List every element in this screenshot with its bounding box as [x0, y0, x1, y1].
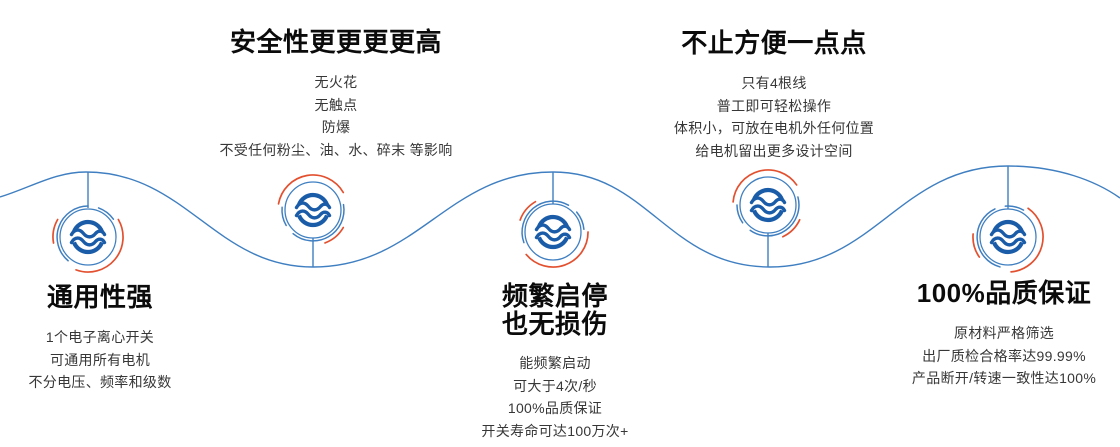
- feature-node: [964, 166, 1056, 281]
- feature-node: [729, 166, 803, 267]
- feature-line: 开关寿命可达100万次+: [481, 422, 629, 439]
- feature-line: 无触点: [314, 96, 358, 113]
- feature-block-convenience: 不止方便一点点 只有4根线 普工即可轻松操作 体积小，可放在电机外任何位置 给电…: [674, 29, 874, 162]
- feature-line: 可大于4次/秒: [513, 377, 597, 394]
- feature-line: 无火花: [314, 74, 358, 90]
- feature-line: 原材料严格筛选: [953, 325, 1055, 341]
- feature-line: 1个电子离心开关: [45, 329, 155, 345]
- feature-block-frequent-start-stop: 频繁启停 也无损伤 能频繁启动 可大于4次/秒 100%品质保证 开关寿命可达1…: [481, 282, 628, 442]
- feature-block-universality: 通用性强 1个电子离心开关 可通用所有电机 不分电压、频率和级数: [29, 283, 172, 394]
- feature-node: [42, 172, 138, 285]
- feature-title: 通用性强: [46, 282, 153, 312]
- feature-line: 可通用所有电机: [49, 351, 151, 368]
- feature-title: 不止方便一点点: [681, 28, 867, 58]
- feature-title-line: 频繁启停: [501, 281, 609, 311]
- feature-line: 出厂质检合格率达99.99%: [922, 347, 1086, 364]
- feature-line: 不分电压、频率和级数: [28, 374, 172, 390]
- feature-line: 只有4根线: [741, 75, 807, 91]
- feature-line: 产品断开/转速一致性达100%: [911, 370, 1097, 386]
- feature-title: 100%品质保证: [916, 278, 1092, 308]
- feature-block-quality: 100%品质保证 原材料严格筛选 出厂质检合格率达99.99% 产品断开/转速一…: [912, 279, 1096, 390]
- feature-lines: 只有4根线 普工即可轻松操作 体积小，可放在电机外任何位置 给电机留出更多设计空…: [674, 72, 874, 162]
- feature-node: [277, 174, 345, 267]
- feature-line: 防爆: [321, 119, 351, 135]
- feature-line: 普工即可轻松操作: [716, 97, 832, 114]
- feature-title-line: 也无损伤: [501, 309, 609, 339]
- feature-node: [515, 172, 594, 273]
- feature-title: 安全性更更更更高: [229, 27, 442, 57]
- feature-lines: 无火花 无触点 防爆 不受任何粉尘、油、水、碎末 等影响: [220, 71, 453, 161]
- feature-title: 频繁启停 也无损伤: [481, 282, 628, 338]
- feature-lines: 能频繁启动 可大于4次/秒 100%品质保证 开关寿命可达100万次+: [481, 352, 628, 442]
- feature-block-safety: 安全性更更更更高 无火花 无触点 防爆 不受任何粉尘、油、水、碎末 等影响: [220, 28, 453, 161]
- feature-lines: 原材料严格筛选 出厂质检合格率达99.99% 产品断开/转速一致性达100%: [912, 322, 1096, 390]
- feature-line: 体积小，可放在电机外任何位置: [673, 120, 875, 136]
- feature-line: 100%品质保证: [507, 400, 603, 416]
- feature-line: 给电机留出更多设计空间: [695, 142, 853, 159]
- feature-line: 不受任何粉尘、油、水、碎末 等影响: [219, 141, 453, 158]
- feature-lines: 1个电子离心开关 可通用所有电机 不分电压、频率和级数: [29, 326, 172, 394]
- feature-line: 能频繁启动: [519, 355, 591, 371]
